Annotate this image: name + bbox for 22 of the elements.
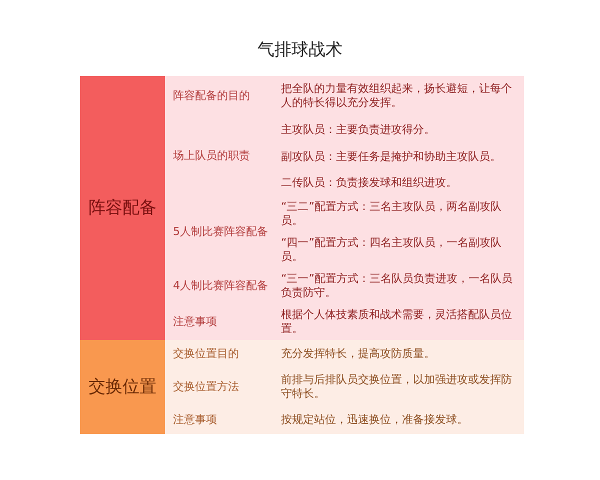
description-cell: 二传队员：负责接发球和组织进攻。	[277, 170, 524, 196]
description-cell: 根据个人体技素质和战术需要，灵活搭配队员位置。	[277, 304, 524, 340]
topic-cell: 交换位置方法	[165, 368, 277, 406]
category-cell: 交换位置	[80, 340, 165, 434]
description-cell: “三一”配置方式：三名队员负责进攻，一名队员负责防守。	[277, 268, 524, 304]
description-cell: “四一”配置方式：四名主攻队员，一名副攻队员。	[277, 232, 524, 268]
description-cell: 充分发挥特长，提高攻防质量。	[277, 340, 524, 368]
topic-cell: 阵容配备的目的	[165, 76, 277, 116]
description-cell: 副攻队员：主要任务是掩护和协助主攻队员。	[277, 144, 524, 170]
topic-cell: 场上队员的职责	[165, 116, 277, 196]
description-cell: 把全队的力量有效组织起来，扬长避短，让每个人的特长得以充分发挥。	[277, 76, 524, 116]
description-cell: 前排与后排队员交换位置，以加强进攻或发挥防守特长。	[277, 368, 524, 406]
category-cell: 阵容配备	[80, 76, 165, 340]
topic-cell: 4人制比赛阵容配备	[165, 268, 277, 304]
title: 气排球战术	[256, 39, 344, 62]
topic-cell: 注意事项	[165, 304, 277, 340]
description-cell: 主攻队员：主要负责进攻得分。	[277, 116, 524, 144]
topic-cell: 注意事项	[165, 406, 277, 434]
topic-cell: 5人制比赛阵容配备	[165, 196, 277, 268]
description-cell: 按规定站位，迅速换位，准备接发球。	[277, 406, 524, 434]
topic-cell: 交换位置目的	[165, 340, 277, 368]
description-cell: “三二”配置方式：三名主攻队员，两名副攻队员。	[277, 196, 524, 232]
